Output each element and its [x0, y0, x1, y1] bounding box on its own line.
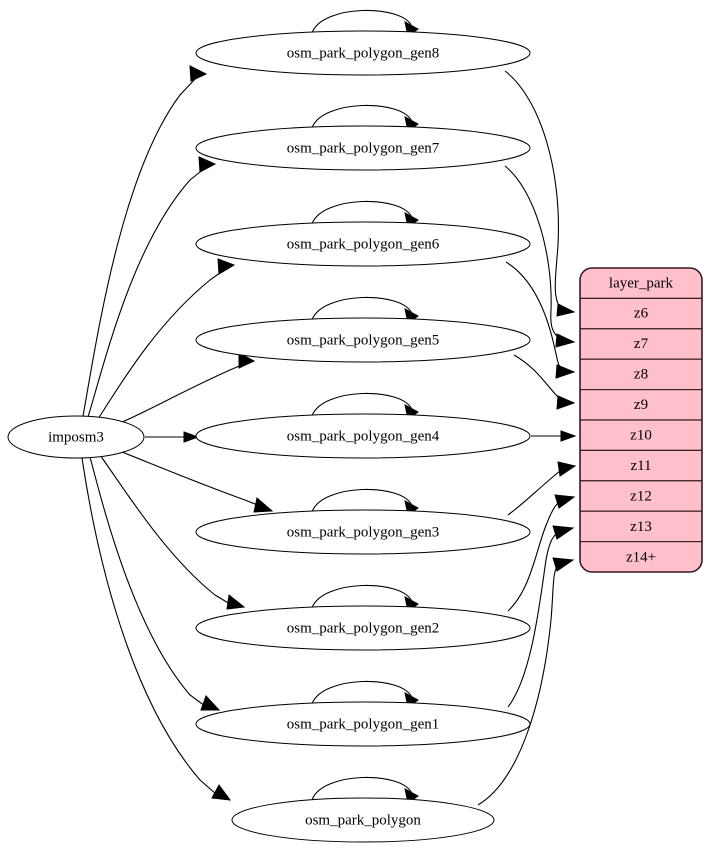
node-gen8-shape[interactable] — [195, 30, 531, 76]
arrowhead-imposm3-to-base — [211, 784, 232, 801]
self-loop-gen7 — [311, 104, 413, 129]
self-loop-base — [311, 776, 413, 801]
node-gen2[interactable]: osm_park_polygon_gen2 — [195, 605, 531, 651]
arrowhead-imposm3-to-gen4 — [183, 431, 200, 443]
edge-imposm3-to-gen6 — [97, 269, 225, 420]
arrowhead-imposm3-to-gen2 — [226, 594, 246, 610]
arrowhead-imposm3-to-gen3 — [253, 497, 274, 513]
node-gen1-shape[interactable] — [195, 701, 531, 747]
edge-imposm3-to-gen2 — [99, 454, 231, 605]
edge-imposm3-to-gen3 — [121, 451, 261, 507]
edge-gen7-to-z7 — [504, 165, 561, 340]
node-gen5-label: osm_park_polygon_gen5 — [287, 332, 439, 348]
self-loop-gen8 — [311, 9, 413, 34]
layer-park-row-z12-label: z12 — [630, 488, 652, 504]
node-imposm3-label: imposm3 — [48, 429, 104, 445]
edge-group-source-to-tables — [81, 65, 274, 801]
arrowhead-gen8-to-z6 — [556, 303, 576, 317]
layer-park-row-z6-bg[interactable] — [580, 297, 702, 330]
layer-park-row-z7-label: z7 — [634, 336, 649, 352]
arrowhead-gen5-to-z9 — [556, 395, 576, 410]
node-gen8-label: osm_park_polygon_gen8 — [287, 45, 439, 61]
layer-park-row-z6-label: z6 — [634, 305, 649, 321]
self-loop-gen4 — [311, 392, 413, 417]
node-gen3-label: osm_park_polygon_gen3 — [287, 524, 439, 540]
node-gen6-label: osm_park_polygon_gen6 — [287, 236, 440, 252]
node-gen8[interactable]: osm_park_polygon_gen8 — [195, 30, 531, 76]
layer-park-row-header-bg[interactable] — [580, 268, 702, 299]
node-gen4-shape[interactable] — [195, 413, 531, 459]
node-gen5-shape[interactable] — [195, 317, 531, 363]
node-imposm3[interactable]: imposm3 — [7, 415, 145, 459]
node-gen1[interactable]: osm_park_polygon_gen1 — [195, 701, 531, 747]
arrowhead-imposm3-to-gen5 — [238, 352, 256, 369]
layer-park-outline — [579, 267, 703, 573]
layer-park-row-z13-label: z13 — [630, 519, 652, 535]
arrowhead-gen6-to-z8 — [555, 364, 576, 379]
node-gen6[interactable]: osm_park_polygon_gen6 — [195, 221, 531, 267]
arrowhead-imposm3-to-gen8 — [189, 65, 208, 82]
edge-imposm3-to-gen1 — [89, 456, 206, 707]
node-base-shape[interactable] — [231, 797, 495, 843]
edge-imposm3-to-gen7 — [87, 167, 206, 418]
edge-imposm3-to-base — [81, 457, 217, 795]
self-loop-gen6 — [311, 200, 413, 225]
self-loop-gen2 — [311, 584, 413, 609]
layer-park-row-z11-label: z11 — [630, 458, 651, 474]
edge-imposm3-to-gen5 — [119, 363, 245, 424]
layer-park-row-z8-label: z8 — [634, 366, 648, 382]
self-loop-gen3 — [311, 488, 413, 513]
node-base-label: osm_park_polygon — [305, 812, 421, 828]
node-gen1-label: osm_park_polygon_gen1 — [287, 716, 439, 732]
layer-park-row-z10-bg[interactable] — [580, 419, 702, 451]
layer-park-row-z9-label: z9 — [634, 397, 648, 413]
self-loop-gen5 — [311, 296, 413, 321]
arrowhead-base-to-z14 — [552, 557, 575, 572]
arrowhead-gen1-to-z13 — [552, 525, 575, 540]
arrowhead-imposm3-to-gen6 — [217, 258, 236, 275]
node-gen5[interactable]: osm_park_polygon_gen5 — [195, 317, 531, 363]
node-gen3[interactable]: osm_park_polygon_gen3 — [195, 509, 531, 555]
node-gen2-shape[interactable] — [195, 605, 531, 651]
node-imposm3-shape[interactable] — [7, 415, 145, 459]
edge-gen3-to-z11 — [507, 466, 567, 516]
layer-park-row-header-label: layer_park — [609, 275, 674, 291]
edge-group-tables-to-layer — [477, 70, 577, 806]
edge-gen6-to-z8 — [505, 261, 563, 371]
layer-park-row-z14-bg[interactable] — [580, 540, 702, 572]
layer-park-row-z10-label: z10 — [630, 427, 652, 443]
edge-base-to-z14 — [477, 562, 560, 806]
node-gen2-label: osm_park_polygon_gen2 — [287, 620, 439, 636]
layer-park-row-z7-bg[interactable] — [580, 328, 702, 360]
layer-park-row-z14-label: z14+ — [626, 549, 656, 565]
edge-gen5-to-z9 — [513, 354, 564, 402]
self-loop-gen1 — [311, 680, 413, 705]
layer-park-cells — [580, 268, 702, 572]
node-layer-park[interactable]: layer_park z6 z7 z8 z9 z10 z11 z12 z13 z… — [579, 267, 703, 573]
edge-gen1-to-z13 — [507, 530, 560, 708]
edge-imposm3-to-gen8 — [82, 77, 197, 417]
arrowhead-gen7-to-z7 — [555, 333, 576, 348]
node-gen7-label: osm_park_polygon_gen7 — [287, 140, 440, 156]
edge-gen8-to-z6 — [504, 70, 561, 309]
node-gen4-label: osm_park_polygon_gen4 — [287, 428, 440, 444]
node-gen7-shape[interactable] — [195, 125, 531, 171]
arrowhead-imposm3-to-gen1 — [200, 695, 221, 711]
node-gen7[interactable]: osm_park_polygon_gen7 — [195, 125, 531, 171]
node-base[interactable]: osm_park_polygon — [231, 797, 495, 843]
layer-park-row-z8-bg[interactable] — [580, 358, 702, 391]
arrowhead-imposm3-to-gen7 — [198, 156, 217, 173]
arrowhead-gen3-to-z11 — [557, 461, 577, 477]
arrowhead-gen2-to-z12 — [554, 494, 576, 509]
node-gen6-shape[interactable] — [195, 221, 531, 267]
edge-gen2-to-z12 — [507, 499, 562, 612]
layer-park-row-z11-bg[interactable] — [580, 449, 702, 482]
node-gen4[interactable]: osm_park_polygon_gen4 — [195, 413, 531, 459]
arrowhead-gen4-to-z10 — [560, 430, 577, 442]
node-gen3-shape[interactable] — [195, 509, 531, 555]
